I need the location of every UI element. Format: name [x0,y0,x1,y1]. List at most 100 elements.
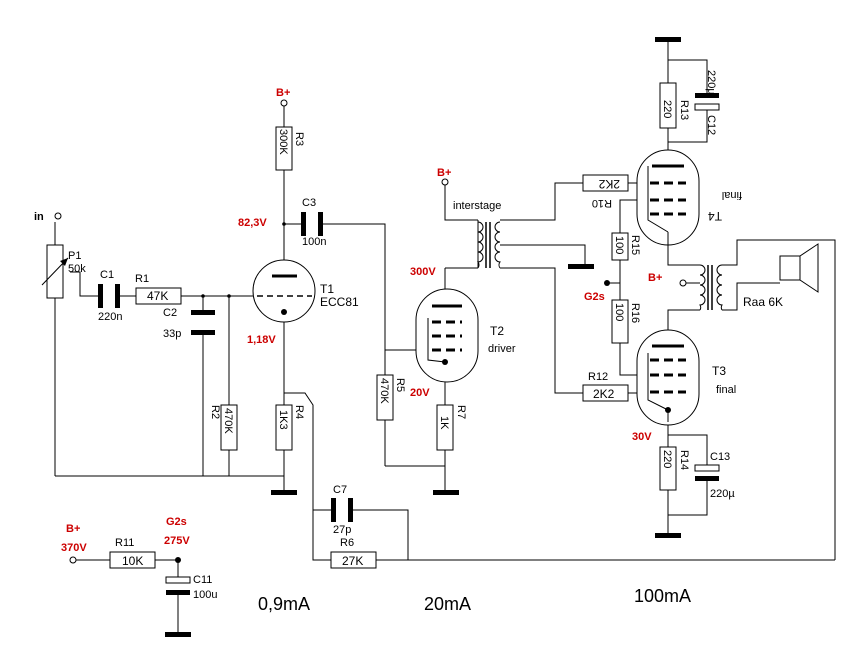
wires [54,40,836,632]
g2s-label-out: G2s [584,291,605,303]
speaker-icon [779,243,819,293]
component-labels: in P1 50k C1 220n R1 47K C2 33p R2 470K … [34,70,783,601]
junction-t1-grid-2 [227,294,231,298]
supply-terminal [69,556,77,564]
g2s-node [604,280,610,286]
voltage-labels: B+ 82,3V 1,18V B+ 300V 20V B+ G2s 30V B+… [61,87,662,554]
c12-label: C12 [705,115,717,135]
supply-voltage: 370V [61,542,87,554]
r12-label: R12 [588,371,608,383]
r4-value: 1K3 [277,410,289,430]
ground-symbol [655,533,681,538]
bplus-terminal-t2 [441,178,449,186]
tube-t1 [252,259,316,323]
t2-value: driver [488,343,516,355]
resistor-r5 [376,374,394,421]
resistor-r11 [109,551,156,569]
c3-label: C3 [302,197,316,209]
r16-value: 100 [613,303,625,321]
resistor-r6 [330,551,377,569]
tube-t4 [636,149,700,246]
c7-value: 27p [333,524,351,536]
c11-label: C11 [193,574,212,586]
c1-value: 220n [98,311,122,323]
current-labels: 0,9mA 20mA 100mA [258,586,691,614]
c3-value: 100n [302,236,326,248]
t3-value: final [716,384,736,396]
bplus-label-out: B+ [648,272,662,284]
raa-label: Raa 6K [743,295,783,309]
capacitor-c12 [695,93,719,98]
r6-value: 27K [342,554,363,568]
r5-value: 470K [378,378,390,404]
r7-value: 1K [438,416,450,430]
c7-label: C7 [333,484,347,496]
p1-label: P1 [68,250,81,262]
output-transformer [699,264,723,311]
c13-value: 220µ [710,488,735,500]
r3-value: 300K [277,129,289,155]
t2-label: T2 [490,324,504,338]
resistor-r1 [135,287,182,305]
p1-value: 50k [68,263,86,275]
capacitor-c7 [331,498,336,522]
grounds [165,37,681,637]
resistors [41,82,677,569]
capacitor-c2 [191,310,215,315]
c2-label: C2 [163,307,177,319]
ground-symbol [568,264,594,269]
g2s-voltage: 275V [164,535,190,547]
t1-cathode-voltage: 1,18V [247,334,276,346]
capacitor-c1 [98,284,103,308]
resistor-r16 [611,299,629,344]
r14-label: R14 [678,450,690,470]
bplus-label-t2: B+ [437,167,451,179]
tube-t2 [415,288,479,383]
resistor-r14 [659,446,677,491]
stage2-current: 20mA [424,594,471,614]
r12-value: 2K2 [593,387,615,401]
resistor-r15 [611,232,629,261]
bplus-terminal-t1 [280,99,288,107]
g2s-label-supply: G2s [166,516,187,528]
t1-label: T1 [320,282,334,296]
r2-value: 470K [222,408,234,434]
c11-value: 100u [193,589,217,601]
r11-label: R11 [115,537,134,549]
resistor-r7 [436,404,454,451]
r1-label: R1 [135,273,149,285]
resistor-r3 [275,126,293,171]
r13-label: R13 [678,100,690,120]
c13-label: C13 [710,451,730,463]
bplus-label-t1: B+ [276,87,290,99]
stage3-current: 100mA [634,586,691,606]
c2-value: 33p [163,328,181,340]
r3-label: R3 [293,132,305,146]
interstage-transformer [477,221,501,269]
junction-t1-plate [282,222,286,226]
r7-label: R7 [455,405,467,419]
resistor-r2 [220,404,238,451]
t4-label: T4 [708,209,722,223]
c12-value: 220µ [705,70,717,95]
t3-label: T3 [712,364,726,378]
r15-label: R15 [629,235,641,255]
bplus-terminal-out [679,279,687,287]
r1-value: 47K [147,289,168,303]
r14-value: 220 [661,450,673,468]
ground-symbol [433,490,459,495]
r15-value: 100 [613,236,625,254]
r11-value: 10K [122,554,143,568]
ground-symbol [655,37,681,42]
resistor-r10 [582,174,629,192]
r4-label: R4 [293,405,305,419]
stage1-current: 0,9mA [258,594,310,614]
input-label: in [34,211,44,223]
t3-cathode-voltage: 30V [632,431,652,443]
resistor-r13 [659,82,677,129]
capacitor-c3 [301,212,306,236]
capacitor-c11 [165,576,191,584]
t4-value: final [722,189,742,201]
r13-value: 220 [661,100,673,118]
